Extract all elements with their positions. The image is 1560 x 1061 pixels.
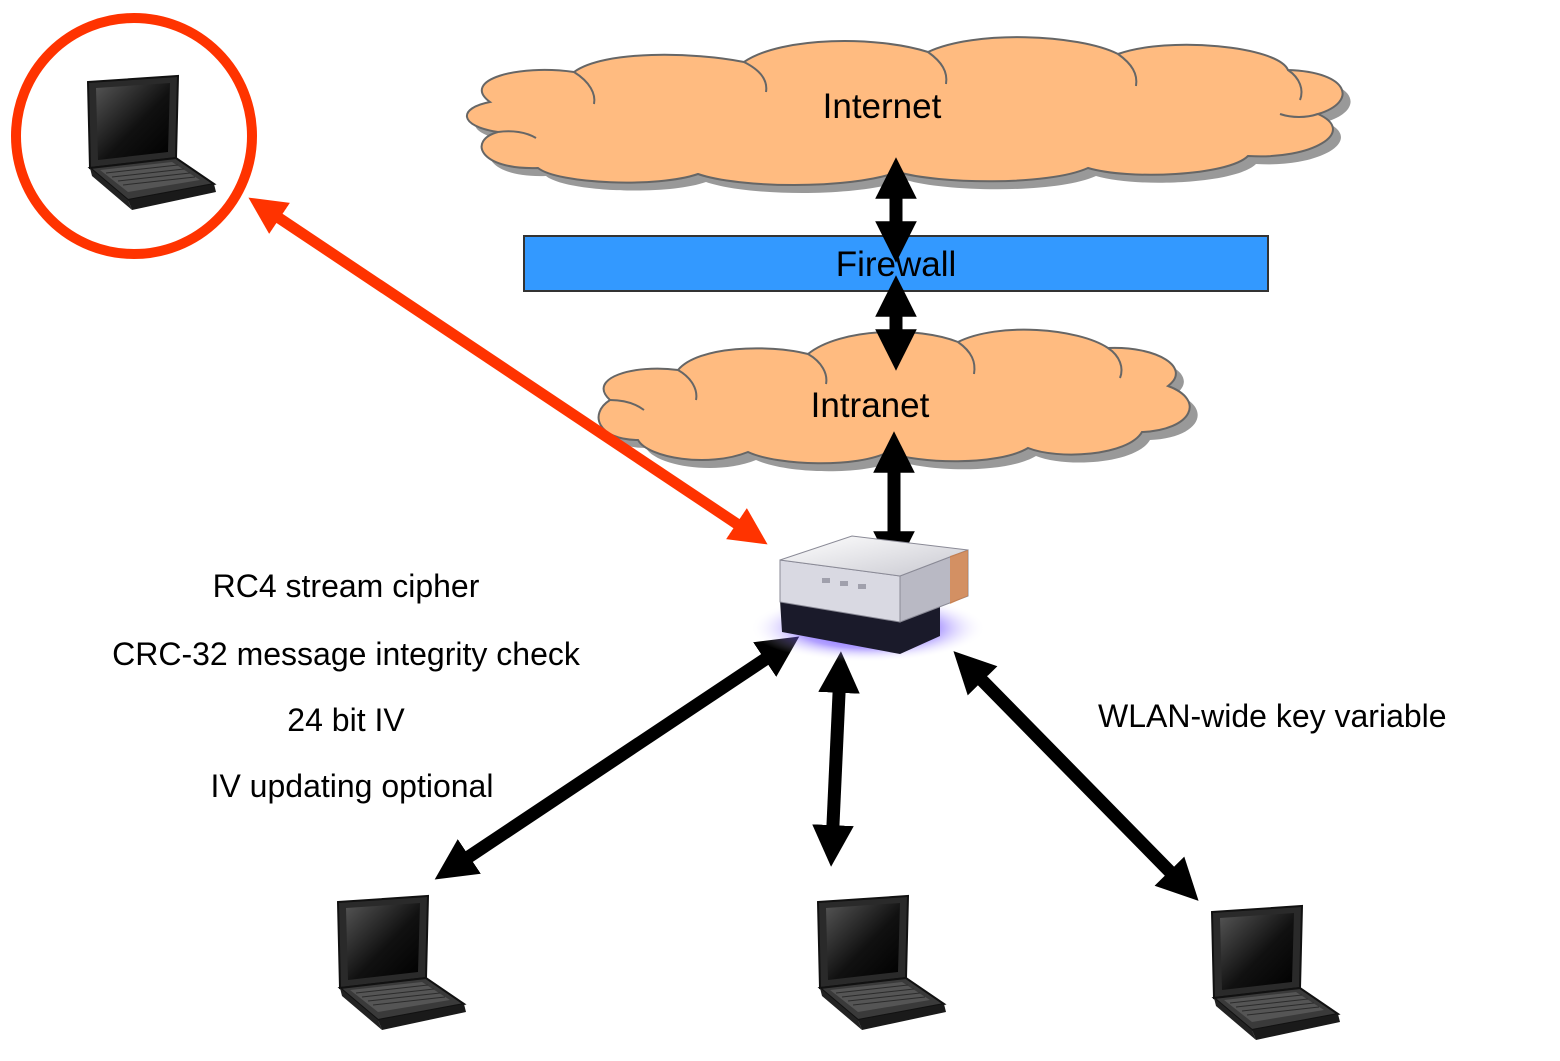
attacker-highlight-circle [11, 13, 257, 259]
firewall-label: Firewall [835, 245, 957, 284]
wlan-key-note: WLAN-wide key variable [1098, 698, 1447, 734]
internet-cloud [466, 36, 1351, 194]
laptop-icon [817, 895, 947, 1031]
access-point-icon [750, 535, 986, 662]
wep-note-integrity: CRC-32 message integrity check [112, 636, 580, 672]
laptop-icon [337, 895, 467, 1031]
internet-cloud-body [466, 36, 1344, 186]
wep-note-iv-size: 24 bit IV [287, 702, 405, 738]
internet-label: Internet [822, 87, 942, 126]
link-ap-laptop-right [953, 651, 1199, 901]
laptop-icon [1211, 905, 1341, 1041]
link-ap-laptop-center [812, 651, 860, 867]
link-ap-laptop-left [434, 636, 800, 880]
network-links [434, 157, 1199, 901]
attacker-laptop-icon [87, 75, 217, 211]
wep-note-cipher: RC4 stream cipher [212, 568, 480, 604]
wep-note-iv-update: IV updating optional [210, 768, 494, 804]
link-attacker-ap [248, 197, 768, 545]
intranet-label: Intranet [810, 386, 930, 425]
